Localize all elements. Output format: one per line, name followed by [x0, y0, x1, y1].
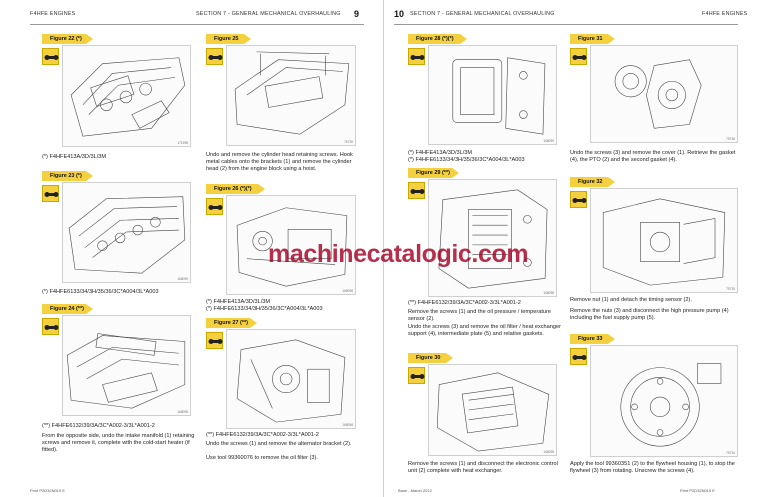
fig29-heat-exchanger-drawing: 168098 [428, 179, 557, 297]
wrench-icon [42, 318, 59, 335]
fig23-engine-drawing: 168099 [62, 182, 191, 283]
fig26-title: Figure 26 (*)(*) [206, 184, 265, 194]
fig32-pump-drawing: 75739 [590, 188, 738, 293]
right-header-rule [394, 24, 738, 25]
fig32-title: Figure 32 [570, 177, 615, 187]
left-page: F4HFE ENGINES SECTION 7 - GENERAL MECHAN… [30, 0, 384, 497]
fig29-body-1: Remove the screws (1) and the oil pressu… [408, 309, 552, 323]
left-header-section: SECTION 7 - GENERAL MECHANICAL OVERHAULI… [196, 11, 341, 17]
fig28-code: 168099 [543, 139, 554, 143]
fig33-body: Apply the tool 99360351 (2) to the flywh… [570, 461, 735, 475]
watermark-text: machinecatalogic.com [268, 240, 529, 268]
left-page-number: 9 [354, 9, 360, 19]
right-header-engine: F4HFE ENGINES [702, 11, 748, 17]
fig29-body-2: Undo the screws (3) and remove the oil f… [408, 324, 561, 338]
fig30-code: 168096 [543, 450, 554, 454]
fig22-code: 171598 [177, 141, 188, 145]
wrench-icon [206, 332, 223, 349]
wrench-icon [570, 48, 587, 65]
fig33-title: Figure 33 [570, 334, 615, 344]
fig27-title: Figure 27 (**) [206, 318, 257, 328]
fig33-code: 75734 [726, 451, 735, 455]
wrench-icon [42, 48, 59, 65]
fig30-body: Remove the screws (1) and disconnect the… [408, 461, 558, 475]
fig32-body-2: Remove the nuts (3) and disconnect the h… [570, 308, 729, 322]
fig24-note: (**) F4HFE6132/39/3A/3C*A002-3/3L*A001-2 [42, 423, 155, 429]
right-page: 10 SECTION 7 - GENERAL MECHANICAL OVERHA… [384, 0, 768, 497]
right-page-number: 10 [394, 9, 405, 19]
fig27-body: Undo the screws (1) and remove the alter… [206, 441, 352, 447]
left-footer: Print P2D32N019 E [30, 488, 65, 493]
fig25-body: Undo and remove the cylinder head retain… [206, 152, 353, 173]
fig22-engine-drawing: 171598 [62, 45, 191, 147]
fig23-note: (*) F4HFE6133/34/3H/35/36/3C*A004/3L*A00… [42, 289, 159, 295]
wrench-icon [206, 48, 223, 65]
wrench-icon [408, 367, 425, 384]
wrench-icon [206, 198, 223, 215]
fig29-title: Figure 29 (**) [408, 168, 459, 178]
fig29-code: 168098 [543, 291, 554, 295]
fig24-code: 168098 [177, 410, 188, 414]
wrench-icon [408, 182, 425, 199]
wrench-icon [570, 191, 587, 208]
fig25-title: Figure 25 [206, 34, 251, 44]
fig24-title: Figure 24 (**) [42, 304, 93, 314]
wrench-icon [408, 48, 425, 65]
left-header-rule [30, 24, 364, 25]
fig32-body-1: Remove nut (1) and detach the timing sen… [570, 297, 692, 303]
right-footer-date: Base - March 2012 [398, 488, 432, 493]
fig30-ecu-drawing: 168096 [428, 364, 557, 456]
fig26-note-2: (*) F4HFE6133/34/3H/35/36/3C*A004/3L*A00… [206, 306, 323, 312]
fig28-title: Figure 28 (*)(*) [408, 34, 467, 44]
fig33-flywheel-drawing: 75734 [590, 345, 738, 457]
fig28-note-2: (*) F4HFE6133/34/3H/35/36/3C*A004/3L*A00… [408, 157, 525, 163]
fig31-code: 75736 [726, 137, 735, 141]
fig31-title: Figure 31 [570, 34, 615, 44]
fig23-code: 168099 [177, 277, 188, 281]
fig26-engine-drawing: 168098 [226, 195, 356, 295]
fig25-code: 75730 [344, 140, 353, 144]
fig28-note-1: (*) F4HFE413A/3D/3L/3M [408, 150, 473, 156]
fig29-note: (**) F4HFE6132/39/3A/3C*A002-3/3L*A001-2 [408, 300, 521, 306]
fig31-body: Undo the screws (3) and remove the cover… [570, 150, 736, 164]
wrench-icon [42, 185, 59, 202]
fig27-note: (**) F4HFE6132/39/3A/3C*A002-3/3L*A001-2 [206, 432, 319, 438]
fig27-tool: Use tool 99360076 to remove the oil filt… [206, 455, 318, 461]
fig28-oil-filter-drawing: 168099 [428, 45, 557, 145]
fig32-code: 75739 [726, 287, 735, 291]
fig27-code: 168098 [342, 423, 353, 427]
wrench-icon [570, 348, 587, 365]
fig31-pto-drawing: 75736 [590, 45, 738, 143]
fig27-engine-drawing: 168098 [226, 329, 356, 429]
fig22-title: Figure 22 (*) [42, 34, 93, 44]
fig23-title: Figure 23 (*) [42, 171, 93, 181]
fig25-cylinder-head-drawing: 75730 [226, 45, 356, 146]
right-header-section: SECTION 7 - GENERAL MECHANICAL OVERHAULI… [410, 11, 555, 17]
fig30-title: Figure 30 [408, 353, 453, 363]
fig26-note-1: (*) F4HFE413A/3D/3L/3M [206, 299, 271, 305]
fig24-body: From the opposite side, undo the intake … [42, 433, 195, 454]
fig26-code: 168098 [342, 289, 353, 293]
fig22-note: (*) F4HFE413A/3D/3L/3M [42, 154, 107, 160]
right-footer-print: Print P2D32N019 E [680, 488, 715, 493]
fig24-engine-drawing: 168098 [62, 315, 191, 416]
left-header-engine: F4HFE ENGINES [30, 11, 76, 17]
